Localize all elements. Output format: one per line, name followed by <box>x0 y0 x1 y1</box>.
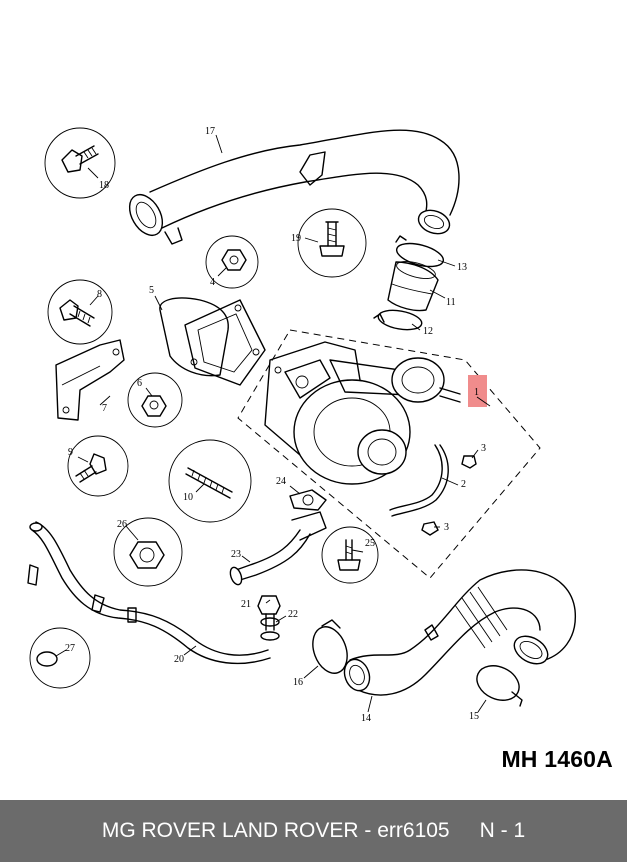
diagram-reference-code: MH 1460A <box>501 746 613 772</box>
callout-27: 27 <box>65 643 75 654</box>
callout-11: 11 <box>446 297 456 308</box>
callout-8: 8 <box>97 289 102 300</box>
part-27-washer <box>29 627 91 689</box>
part-16-clamp <box>312 619 348 674</box>
callout-21: 21 <box>241 599 251 610</box>
part-11-hose <box>387 261 439 312</box>
part-1-highlight <box>468 375 487 407</box>
callout-22: 22 <box>288 609 298 620</box>
part-5-elbow <box>159 297 266 386</box>
callout-4: 4 <box>210 277 215 288</box>
part-25-bolt <box>321 526 379 584</box>
part-13-clamp <box>395 235 445 268</box>
part-3-nut-lower <box>421 521 439 536</box>
callout-10: 10 <box>183 492 193 503</box>
part-3-nut-upper <box>461 455 477 469</box>
callout-3-upper: 3 <box>481 443 486 454</box>
part-8-bolt <box>47 279 113 345</box>
turbocharger-exploded-diagram: 1 2 3 3 4 5 6 7 8 9 10 11 12 13 14 15 16… <box>27 126 576 724</box>
callout-18: 18 <box>99 180 109 191</box>
callout-3-lower: 3 <box>444 522 449 533</box>
callout-1: 1 <box>474 387 479 398</box>
callout-16: 16 <box>293 677 303 688</box>
callout-6: 6 <box>137 378 142 389</box>
part-12-clamp <box>373 309 423 331</box>
callout-23: 23 <box>231 549 241 560</box>
part-19-bolt <box>297 208 367 278</box>
callout-5: 5 <box>149 285 154 296</box>
part-22-washer <box>260 617 280 641</box>
part-10-stud <box>168 439 252 523</box>
part-7-bracket <box>55 339 125 421</box>
callout-19: 19 <box>291 233 301 244</box>
part-24-gasket <box>289 489 327 511</box>
footer-position-text: N - 1 <box>479 819 526 842</box>
part-6-nut <box>127 372 183 428</box>
part-4-nut <box>205 235 259 289</box>
callout-2: 2 <box>461 479 466 490</box>
callout-25: 25 <box>365 538 375 549</box>
callout-15: 15 <box>469 711 479 722</box>
callout-17: 17 <box>205 126 215 137</box>
leader-lines <box>55 134 491 713</box>
part-17-intake-hose <box>128 129 460 245</box>
part-9-bolt <box>67 435 129 497</box>
part-18-bolt <box>44 127 116 199</box>
turbo-assembly-boundary <box>237 329 541 579</box>
callout-7: 7 <box>102 403 107 414</box>
callout-12: 12 <box>423 326 433 337</box>
part-23-drain-pipe <box>229 511 327 586</box>
callout-14: 14 <box>361 713 371 724</box>
part-14-intercooler-hose <box>343 569 576 696</box>
callout-20: 20 <box>174 654 184 665</box>
part-20-oil-feed-pipe <box>27 521 271 665</box>
part-1-turbocharger <box>264 341 461 485</box>
part-2-oil-pipe <box>389 444 449 517</box>
part-21-banjo-bolt <box>257 595 281 631</box>
part-15-clamp <box>476 665 523 707</box>
callout-26: 26 <box>117 519 127 530</box>
callout-9: 9 <box>68 447 73 458</box>
part-26-nut <box>113 517 183 587</box>
callout-24: 24 <box>276 476 286 487</box>
footer-brand-text: MG ROVER LAND ROVER - err6105 <box>101 819 450 842</box>
footer-bar: MG ROVER LAND ROVER - err6105 N - 1 <box>0 800 627 862</box>
callout-13: 13 <box>457 262 467 273</box>
